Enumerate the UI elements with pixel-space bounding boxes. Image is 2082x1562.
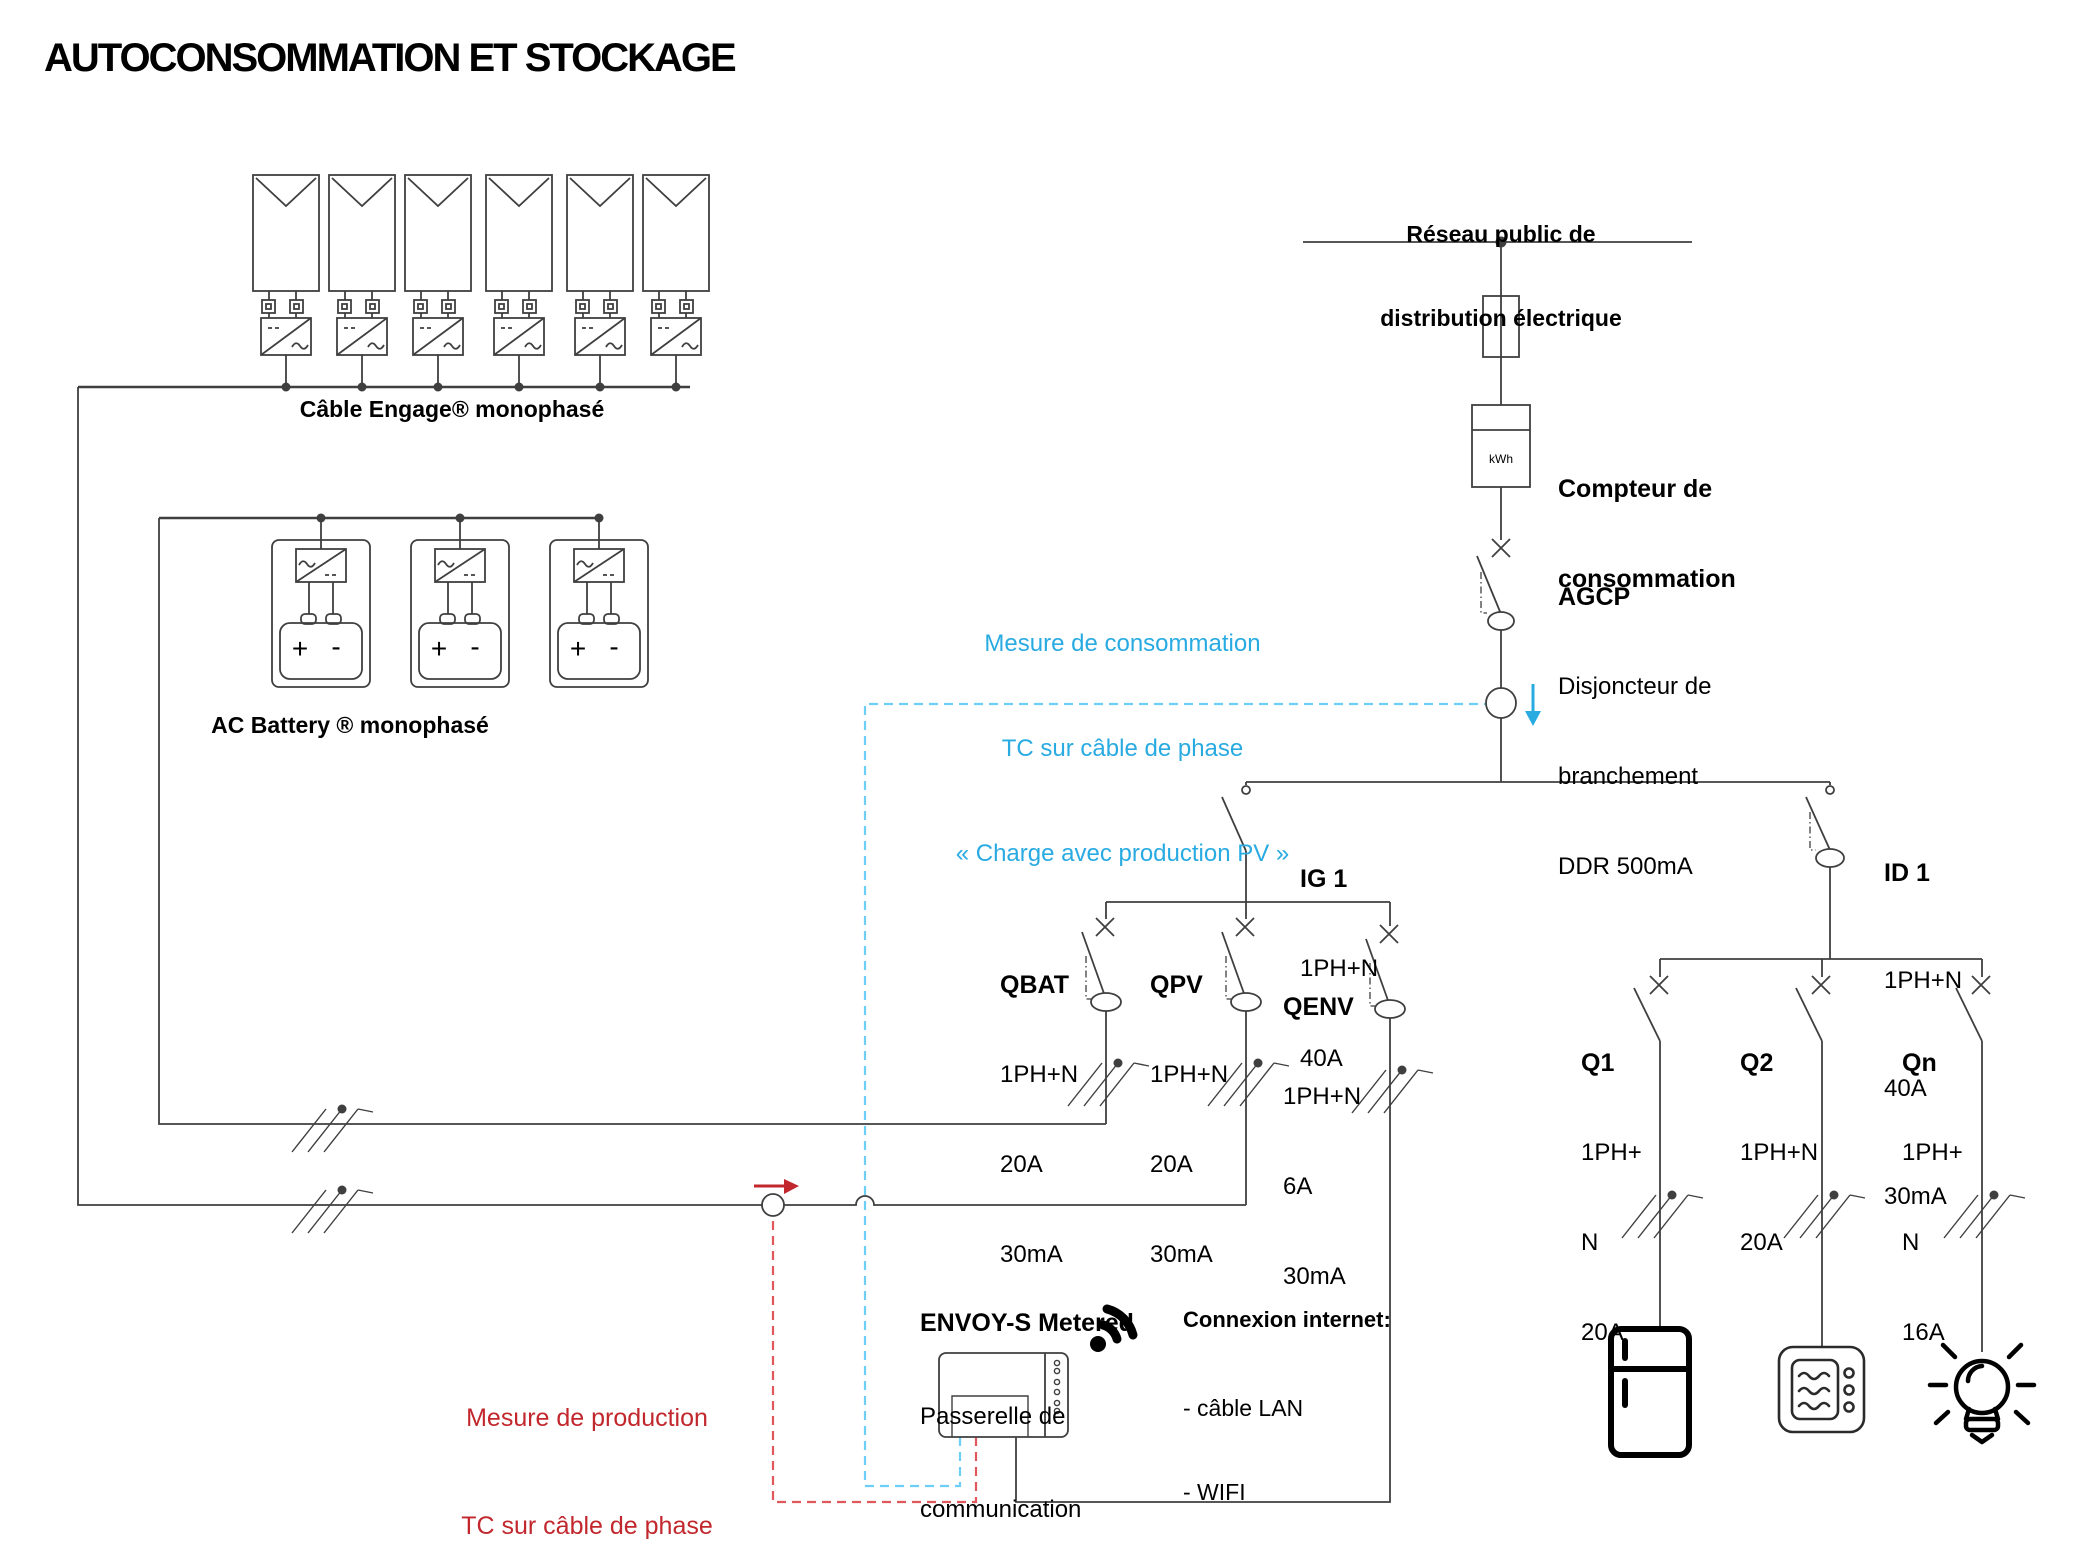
breaker-qn [1943,959,2026,1352]
consumption-ct-wire [863,702,1486,1488]
pv-production-line [77,387,1246,1234]
meter-caption: Compteur de consommation [1558,475,1736,593]
breaker-label-qn: Qn 1PH+ N 16A [1902,1049,1963,1346]
breaker-label-id1: ID 1 1PH+N 40A 30mA [1884,859,1963,1210]
production-ct-wire [771,1216,978,1504]
production-note: Mesure de production TC sur câble de pha… [461,1404,713,1540]
consumption-ct [863,684,1541,1488]
down-arrow-icon [1525,711,1541,726]
breaker-label-qenv: QENV 1PH+N 6A 30mA [1283,993,1362,1290]
grid-connection [1303,236,1692,540]
battery-plus-label: + [569,633,587,664]
microwave-oven-icon [1777,1345,1866,1434]
pv-panel-with-microinverter [328,174,396,388]
battery-minus-label: - [609,631,619,662]
breaker-qenv [1015,902,1434,1503]
cable-mark [1067,1057,1150,1107]
port-indicators [1053,1359,1061,1415]
breaker-id1 [1805,782,1845,959]
breaker-label-qpv: QPV 1PH+N 20A 30mA [1150,971,1229,1268]
breaker-q2 [1783,959,1866,1347]
production-ct [754,1179,978,1504]
pv-panel-with-microinverter [642,174,710,388]
fridge-icon [1608,1326,1692,1458]
wifi-icon [1090,1304,1138,1352]
pv-panel-array [252,174,710,388]
battery-minus-label: - [470,631,480,662]
consumption-meter [1471,404,1531,488]
breaker-label-ig1: IG 1 1PH+N 40A [1300,865,1379,1072]
meter-display: kWh [1489,452,1513,466]
pv-panel-with-microinverter [485,174,553,388]
pv-panel-with-microinverter [252,174,320,388]
pv-panel-with-microinverter [404,174,472,388]
battery-line [158,518,1106,1153]
battery-minus-label: - [331,631,341,662]
breaker-ig1 [1221,782,1251,902]
breaker-label-q2: Q2 1PH+N 20A [1740,1049,1819,1256]
ac-battery-bank [159,513,649,688]
cable-mark [291,1103,374,1153]
engage-bus [78,382,690,392]
battery-plus-label: + [291,633,309,664]
envoy-gateway-box [938,1352,1069,1438]
service-fuse [1482,295,1520,358]
agcp-label: AGCP Disjoncteur de branchement DDR 500m… [1558,583,1712,880]
agcp-breaker [1476,538,1515,688]
right-arrow-icon [784,1179,799,1194]
battery-plus-label: + [430,633,448,664]
gateway-label: ENVOY-S Metered Passerelle de communicat… [920,1309,1134,1523]
page-title: AUTOCONSOMMATION ET STOCKAGE [44,36,737,80]
pv-panel-with-microinverter [566,174,634,388]
grid-label: Réseau public de distribution électrique [1380,221,1622,331]
breaker-qpv [1207,902,1290,1205]
breaker-label-q1: Q1 1PH+ N 20A [1581,1049,1642,1346]
battery-bus-label: AC Battery ® monophasé [211,712,489,738]
engage-bus-label: Câble Engage® monophasé [299,396,605,422]
internet-options: Connexion internet: - câble LAN - WIFI -… [1183,1307,1391,1505]
breaker-qbat [1067,902,1150,1124]
light-bulb-icon [1927,1342,2037,1445]
consumption-note: Mesure de consommation TC sur câble de p… [955,630,1290,867]
breaker-q1 [1621,959,1704,1326]
cable-mark [291,1184,374,1234]
breaker-label-qbat: QBAT 1PH+N 20A 30mA [1000,971,1079,1268]
